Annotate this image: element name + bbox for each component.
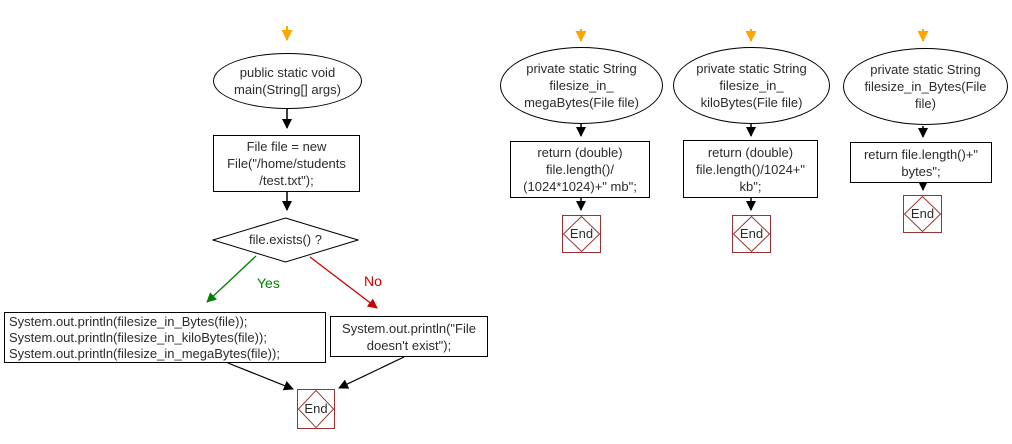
start-node-main: public static void main(String[] args) (213, 53, 362, 109)
edge-notexist-to-end (338, 356, 405, 389)
end-label-bytes: End (910, 206, 935, 221)
start-node-kilobytes: private static String filesize_in_ kiloB… (673, 47, 830, 124)
process-node-return-kilobytes: return (double) file.length()/1024+" kb"… (683, 140, 818, 198)
decision-node-file-exists: file.exists() ? (212, 217, 359, 263)
end-diamond-icon (733, 216, 770, 252)
return-bytes-label: return file.length()+" bytes"; (863, 146, 979, 179)
start-node-bytes: private static String filesize_in_Bytes(… (843, 48, 1008, 125)
print-line-megabytes: System.out.println(filesize_in_megaBytes… (9, 345, 280, 361)
print-line-kilobytes: System.out.println(filesize_in_kiloBytes… (9, 329, 267, 345)
end-node-kilobytes: End (732, 215, 771, 253)
print-line-bytes: System.out.println(filesize_in_Bytes(fil… (9, 313, 248, 329)
start-node-megabytes: private static String filesize_in_ megaB… (500, 47, 663, 124)
end-node-megabytes: End (562, 215, 601, 253)
return-megabytes-label: return (double) file.length()/ (1024*102… (523, 145, 637, 194)
end-label-main: End (304, 401, 328, 416)
edge-print-to-end (227, 362, 294, 391)
end-label-kilobytes: End (739, 226, 764, 241)
start-node-megabytes-label: private static String filesize_in_ megaB… (524, 61, 639, 110)
process-node-print-sizes: System.out.println(filesize_in_Bytes(fil… (4, 312, 326, 363)
end-node-bytes: End (903, 195, 942, 233)
end-diamond-icon (298, 390, 334, 428)
process-node-file-declaration: File file = new File("/home/students /te… (213, 135, 360, 192)
decision-label: file.exists() ? (249, 232, 322, 247)
return-kilobytes-label: return (double) file.length()/1024+" kb"… (695, 144, 806, 194)
start-node-bytes-label: private static String filesize_in_Bytes(… (864, 62, 987, 111)
end-node-main: End (297, 389, 335, 429)
start-node-main-label: public static void main(String[] args) (234, 65, 341, 97)
process-node-return-megabytes: return (double) file.length()/ (1024*102… (510, 141, 650, 198)
process-node-return-bytes: return file.length()+" bytes"; (850, 142, 992, 183)
file-not-exist-label: System.out.println("File doesn't exist")… (342, 320, 476, 353)
start-node-kilobytes-label: private static String filesize_in_ kiloB… (696, 61, 807, 110)
yes-edge-label: Yes (256, 275, 281, 291)
end-diamond-icon (563, 216, 600, 252)
file-declaration-label: File file = new File("/home/students /te… (227, 139, 346, 188)
diamond-shape-icon (212, 217, 359, 263)
no-edge-label: No (363, 273, 383, 289)
end-diamond-icon (904, 196, 941, 232)
end-label-megabytes: End (569, 226, 594, 241)
process-node-file-not-exist: System.out.println("File doesn't exist")… (330, 316, 488, 357)
